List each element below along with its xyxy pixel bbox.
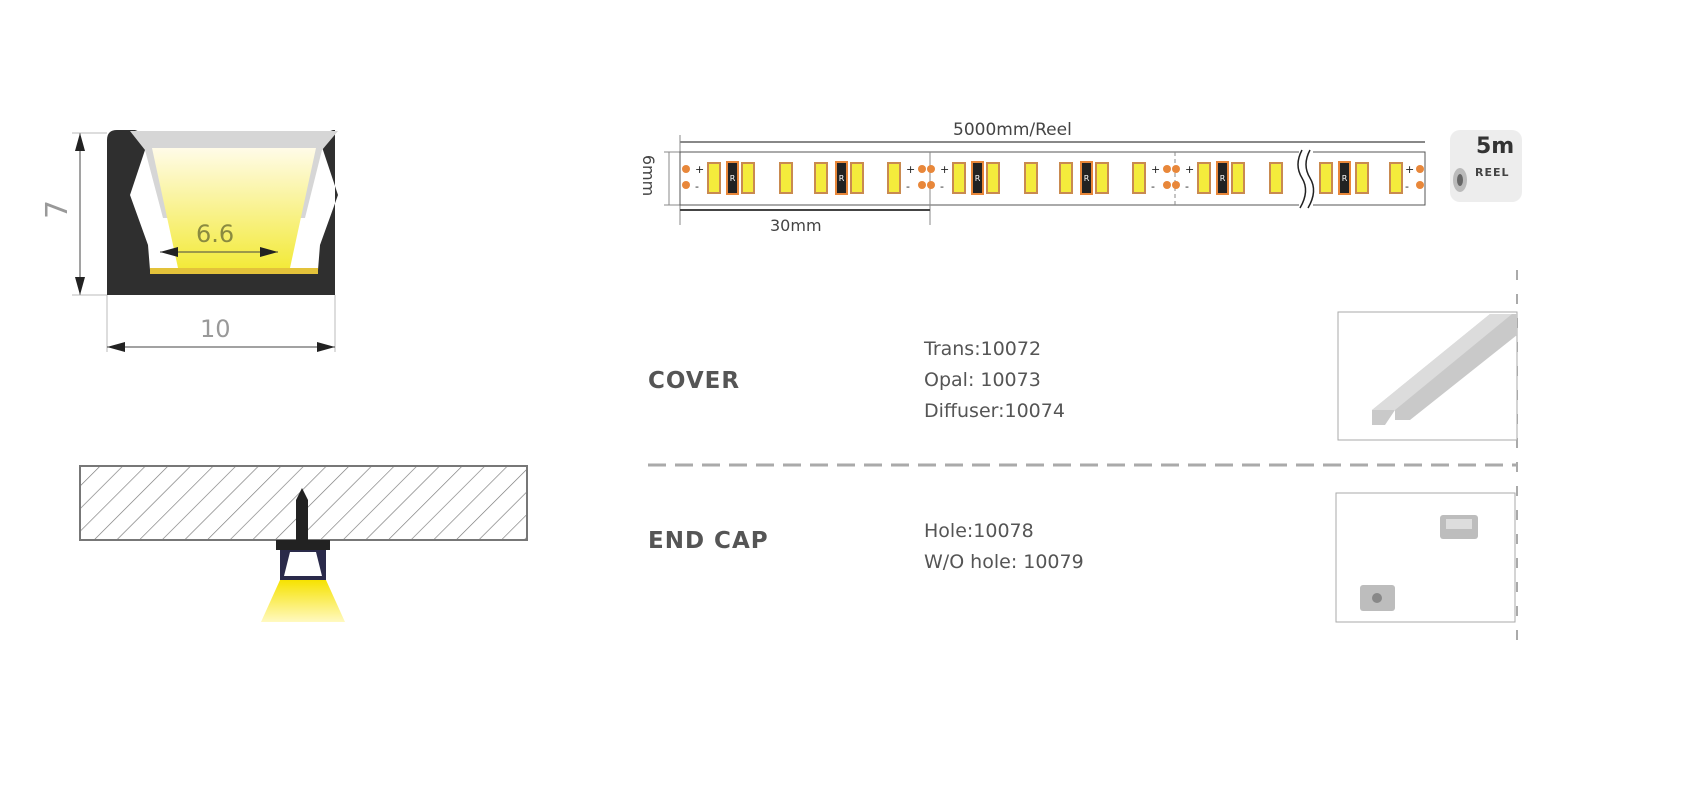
plus-sign: + [695,163,704,176]
resistor [971,161,984,195]
led-chip [850,162,864,194]
led-chip [1269,162,1283,194]
solder-pad [918,165,926,173]
plus-sign: + [1185,163,1194,176]
plus-sign: + [906,163,915,176]
solder-pad [682,165,690,173]
led-chip [1197,162,1211,194]
led-chip [814,162,828,194]
solder-pad [1416,165,1424,173]
led-chip [1389,162,1403,194]
end-cap-image [1335,492,1516,623]
end-cap-title: END CAP [648,528,769,554]
strip-length-label: 5000mm/Reel [953,120,1072,140]
cover-option: Diffuser:10074 [924,400,1065,422]
mounting-drawing [79,465,528,622]
resistor [1080,161,1093,195]
profile-cross-section [107,130,338,295]
resistor [1338,161,1351,195]
resistor-label: R [975,174,981,183]
end-cap-options: Hole:10078 W/O hole: 10079 [924,516,1084,578]
resistor-label: R [730,174,736,183]
plus-sign: + [1151,163,1160,176]
solder-pad [1163,165,1171,173]
minus-sign: - [1185,180,1189,193]
led-chip [986,162,1000,194]
led-chip [1059,162,1073,194]
cover-options: Trans:10072 Opal: 10073 Diffuser:10074 [924,334,1065,427]
solder-pad [1416,181,1424,189]
strip-width-label: 6mm [639,154,659,197]
led-chip [1095,162,1109,194]
end-cap-option: Hole:10078 [924,520,1034,542]
solder-pad [1172,181,1180,189]
resistor [726,161,739,195]
reel-length: 5m [1476,134,1515,159]
cover-option: Opal: 10073 [924,369,1041,391]
profile-height-label: 7 [40,199,76,220]
minus-sign: - [695,180,699,193]
solder-pad [927,181,935,189]
minus-sign: - [1405,180,1409,193]
reel-label: REEL [1475,166,1510,179]
led-chip [1355,162,1369,194]
end-cap-option: W/O hole: 10079 [924,551,1084,573]
plus-sign: + [940,163,949,176]
solder-pad [1172,165,1180,173]
led-chip [952,162,966,194]
resistor-label: R [1084,174,1090,183]
profile-width-label: 10 [200,315,231,343]
resistor-label: R [1342,174,1348,183]
cover-title: COVER [648,368,741,394]
resistor-label: R [839,174,845,183]
led-chip [779,162,793,194]
cover-image [1337,311,1518,441]
solder-pad [682,181,690,189]
reel-badge [1450,130,1522,202]
minus-sign: - [940,180,944,193]
led-chip [1319,162,1333,194]
led-chip [1024,162,1038,194]
minus-sign: - [1151,180,1155,193]
led-chip [707,162,721,194]
cover-option: Trans:10072 [924,338,1042,360]
strip-segment-label: 30mm [770,216,822,235]
resistor [1216,161,1229,195]
profile-dimensions [72,132,336,352]
solder-pad [1163,181,1171,189]
profile-inner-width-label: 6.6 [196,220,235,248]
minus-sign: - [906,180,910,193]
led-strip: + - R R + - + - R R + - + - R R + - [664,135,1426,225]
led-chip [1132,162,1146,194]
led-chip [887,162,901,194]
led-chip [741,162,755,194]
resistor [835,161,848,195]
plus-sign: + [1405,163,1414,176]
led-chip [1231,162,1245,194]
solder-pad [927,165,935,173]
resistor-label: R [1220,174,1226,183]
solder-pad [918,181,926,189]
